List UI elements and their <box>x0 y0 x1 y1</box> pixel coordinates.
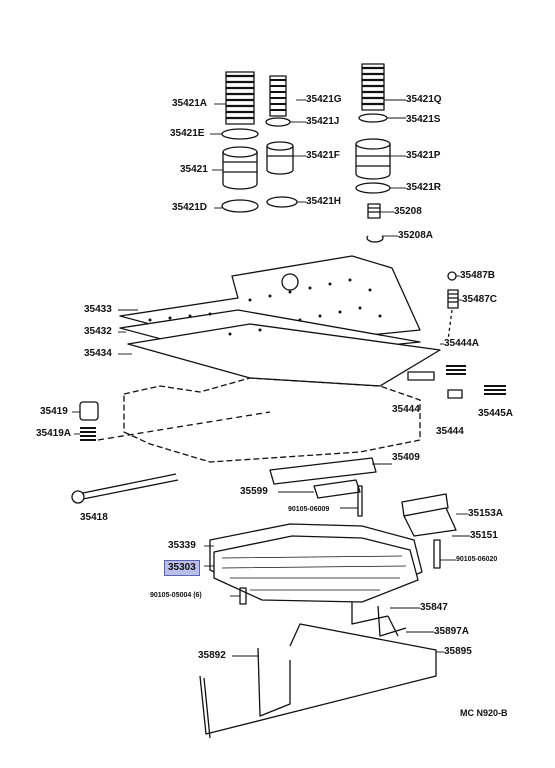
plug-35419[interactable] <box>79 401 99 421</box>
label-35208[interactable]: 35208 <box>394 206 422 217</box>
label-35421G[interactable]: 35421G <box>306 94 342 105</box>
label-35421J[interactable]: 35421J <box>306 116 340 127</box>
bolt-90105-05004[interactable] <box>239 587 247 605</box>
o-ring-35421R[interactable] <box>355 182 391 194</box>
label-35419A[interactable]: 35419A <box>36 428 72 439</box>
label-35892[interactable]: 35892 <box>198 650 226 661</box>
label-35444A[interactable]: 35444A <box>444 338 480 349</box>
tube-35897A[interactable] <box>377 605 407 637</box>
tube-35895[interactable] <box>199 623 437 739</box>
label-35418[interactable]: 35418 <box>80 512 108 523</box>
tube-35847[interactable] <box>351 602 399 637</box>
valve-35444-lower[interactable] <box>447 389 463 399</box>
label-35421P[interactable]: 35421P <box>406 150 441 161</box>
label-35433[interactable]: 35433 <box>84 304 112 315</box>
label-35421S[interactable]: 35421S <box>406 114 441 125</box>
o-ring-35421E[interactable] <box>221 128 259 140</box>
plate-35434[interactable] <box>127 323 441 387</box>
label-35897A[interactable]: 35897A <box>434 626 470 637</box>
plate-35599[interactable] <box>313 479 361 499</box>
label-90105-06009[interactable]: 90105-06009 <box>288 506 330 513</box>
label-35847[interactable]: 35847 <box>420 602 448 613</box>
piston-35421F[interactable] <box>266 141 294 175</box>
label-35421[interactable]: 35421 <box>180 164 208 175</box>
label-35419[interactable]: 35419 <box>40 406 68 417</box>
bracket-35151[interactable] <box>403 507 457 537</box>
label-35421A[interactable]: 35421A <box>172 98 208 109</box>
label-35444-b[interactable]: 35444 <box>436 426 464 437</box>
manual-valve-35418[interactable] <box>71 473 179 504</box>
label-35434[interactable]: 35434 <box>84 348 112 359</box>
piston-35421[interactable] <box>222 146 258 190</box>
label-35303-highlighted[interactable]: 35303 <box>164 560 200 576</box>
label-35409[interactable]: 35409 <box>392 452 420 463</box>
piston-35421P[interactable] <box>355 138 391 180</box>
spring-35421A[interactable] <box>225 71 255 125</box>
diagram-code: MC N920-B <box>460 708 508 718</box>
label-35421F[interactable]: 35421F <box>306 150 340 161</box>
label-90105-05004[interactable]: 90105-05004 (6) <box>150 592 202 599</box>
label-35151[interactable]: 35151 <box>470 530 498 541</box>
tube-35892[interactable] <box>257 647 291 717</box>
strainer-35303[interactable] <box>213 535 419 603</box>
spring-35419A[interactable] <box>80 427 96 441</box>
label-90105-06020[interactable]: 90105-06020 <box>456 556 498 563</box>
ball-35487B[interactable] <box>447 271 457 281</box>
label-35487B[interactable]: 35487B <box>460 270 496 281</box>
spring-35445A[interactable] <box>484 385 506 395</box>
label-35421E[interactable]: 35421E <box>170 128 205 139</box>
label-35487C[interactable]: 35487C <box>462 294 498 305</box>
bolt-90105-06009[interactable] <box>357 485 363 517</box>
o-ring-35421S[interactable] <box>358 113 388 123</box>
label-35432[interactable]: 35432 <box>84 326 112 337</box>
clip-35208A[interactable] <box>366 235 384 243</box>
label-35421R[interactable]: 35421R <box>406 182 442 193</box>
plate-35409[interactable] <box>269 457 377 485</box>
plug-35208[interactable] <box>367 203 381 219</box>
bolt-90105-06020[interactable] <box>433 539 441 569</box>
spring-35487C[interactable] <box>447 289 459 309</box>
label-35444-a[interactable]: 35444 <box>392 404 420 415</box>
label-35895[interactable]: 35895 <box>444 646 472 657</box>
label-35153A[interactable]: 35153A <box>468 508 504 519</box>
spring-35421Q[interactable] <box>361 63 385 111</box>
label-35339[interactable]: 35339 <box>168 540 196 551</box>
detent-35153A[interactable] <box>401 493 449 517</box>
label-35208A[interactable]: 35208A <box>398 230 434 241</box>
label-35421H[interactable]: 35421H <box>306 196 342 207</box>
spring-35444A[interactable] <box>446 365 466 375</box>
label-35421D[interactable]: 35421D <box>172 202 208 213</box>
label-35599[interactable]: 35599 <box>240 486 268 497</box>
o-ring-35421D[interactable] <box>221 199 259 213</box>
valve-35444-upper[interactable] <box>407 371 435 381</box>
valve-body <box>123 377 421 463</box>
o-ring-35421H[interactable] <box>266 196 298 208</box>
label-35421Q[interactable]: 35421Q <box>406 94 442 105</box>
spring-35421G[interactable] <box>269 75 287 117</box>
o-ring-35421J[interactable] <box>265 117 291 127</box>
label-35445A[interactable]: 35445A <box>478 408 514 419</box>
